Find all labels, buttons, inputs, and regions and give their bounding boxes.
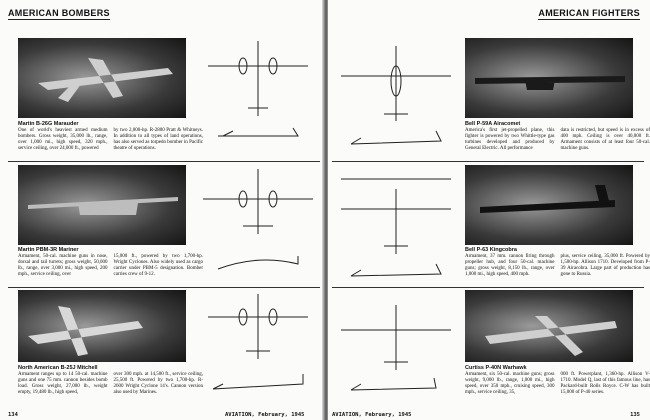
caption-title: Bell P-63 Kingcobra <box>465 247 517 253</box>
section-header-fighters: AMERICAN FIGHTERS <box>538 8 640 20</box>
caption-title: North American B-25J Mitchell <box>18 365 98 371</box>
caption-title: Martin PBM-3R Mariner <box>18 247 79 253</box>
photo-pbm-mariner <box>18 165 186 245</box>
section-header-bombers: AMERICAN BOMBERS <box>8 8 110 20</box>
running-footer: AVIATION, February, 1945 <box>225 412 305 418</box>
caption-text: 15,000 ft., powered by two 1,700-hp. Wri… <box>113 254 204 277</box>
plane-silhouette-icon <box>475 76 625 90</box>
divider <box>332 287 644 288</box>
caption-text: Armament, 50-cal. machine guns in nose, … <box>18 254 108 277</box>
caption-text: over 300 mph. at 14,500 ft., service cei… <box>113 372 204 395</box>
page-number: 135 <box>630 412 640 418</box>
photo-p40-warhawk <box>465 290 633 362</box>
plane-silhouette-icon <box>28 197 178 215</box>
plane-silhouette-icon <box>28 306 143 356</box>
caption-title: Curtiss P-40N Warhawk <box>465 365 527 371</box>
caption-text: Armament, 37 mm. cannon firing through p… <box>465 254 555 277</box>
plane-silhouette-icon <box>480 185 615 213</box>
plane-silhouette-icon <box>38 58 173 102</box>
plane-silhouette-icon <box>485 316 617 356</box>
running-footer: AVIATION, February, 1945 <box>332 412 412 418</box>
three-view-drawing-p40 <box>341 305 451 391</box>
caption-text: data is restricted, but speed is in exce… <box>560 128 650 151</box>
three-view-drawing-b26 <box>208 41 308 137</box>
caption-b26: Martin B-26G Marauder One of world's hea… <box>18 121 203 152</box>
caption-text: America's first jet-propelled plane, thi… <box>465 128 555 151</box>
caption-text: One of world's heaviest armed medium bom… <box>18 128 108 151</box>
caption-p63: Bell P-63 Kingcobra Armament, 37 mm. can… <box>465 247 650 278</box>
caption-b25: North American B-25J Mitchell Armament r… <box>18 365 203 396</box>
caption-p59: Bell P-59A Airacomet America's first jet… <box>465 121 650 152</box>
divider <box>332 161 644 162</box>
caption-text: Armament ranges up to 14 50-cal. machine… <box>18 372 108 395</box>
caption-pbm: Martin PBM-3R Mariner Armament, 50-cal. … <box>18 247 203 278</box>
photo-b25-mitchell <box>18 290 186 362</box>
divider <box>8 161 320 162</box>
page-number: 134 <box>8 412 18 418</box>
left-page: AMERICAN BOMBERS Martin B-26G Marauder O… <box>0 0 324 420</box>
three-view-drawing-p59 <box>341 46 451 145</box>
photo-p59-airacomet <box>465 38 633 118</box>
page-gutter <box>322 0 330 420</box>
three-view-drawing-p63 <box>341 178 451 277</box>
caption-p40: Curtiss P-40N Warhawk Armament, six 50-c… <box>465 365 650 396</box>
caption-text: 000 ft. Powerplant, 1,360-hp. Allison V-… <box>560 372 650 395</box>
caption-text: Armament, six 50-cal. machine guns; gros… <box>465 372 555 395</box>
caption-text: plus, service ceiling, 35,000 ft. Powere… <box>560 254 650 277</box>
caption-title: Bell P-59A Airacomet <box>465 121 521 127</box>
caption-title: Martin B-26G Marauder <box>18 121 79 127</box>
photo-b26-marauder <box>18 38 186 118</box>
right-page: AMERICAN FIGHTERS Bell P-59A Airacomet A… <box>328 0 650 420</box>
three-view-drawing-b25 <box>208 294 308 390</box>
divider <box>8 287 320 288</box>
photo-p63-kingcobra <box>465 165 633 245</box>
three-view-drawing-pbm <box>203 169 313 270</box>
caption-text: by two 2,000-hp. R-2800 Pratt & Whitneys… <box>113 128 204 151</box>
